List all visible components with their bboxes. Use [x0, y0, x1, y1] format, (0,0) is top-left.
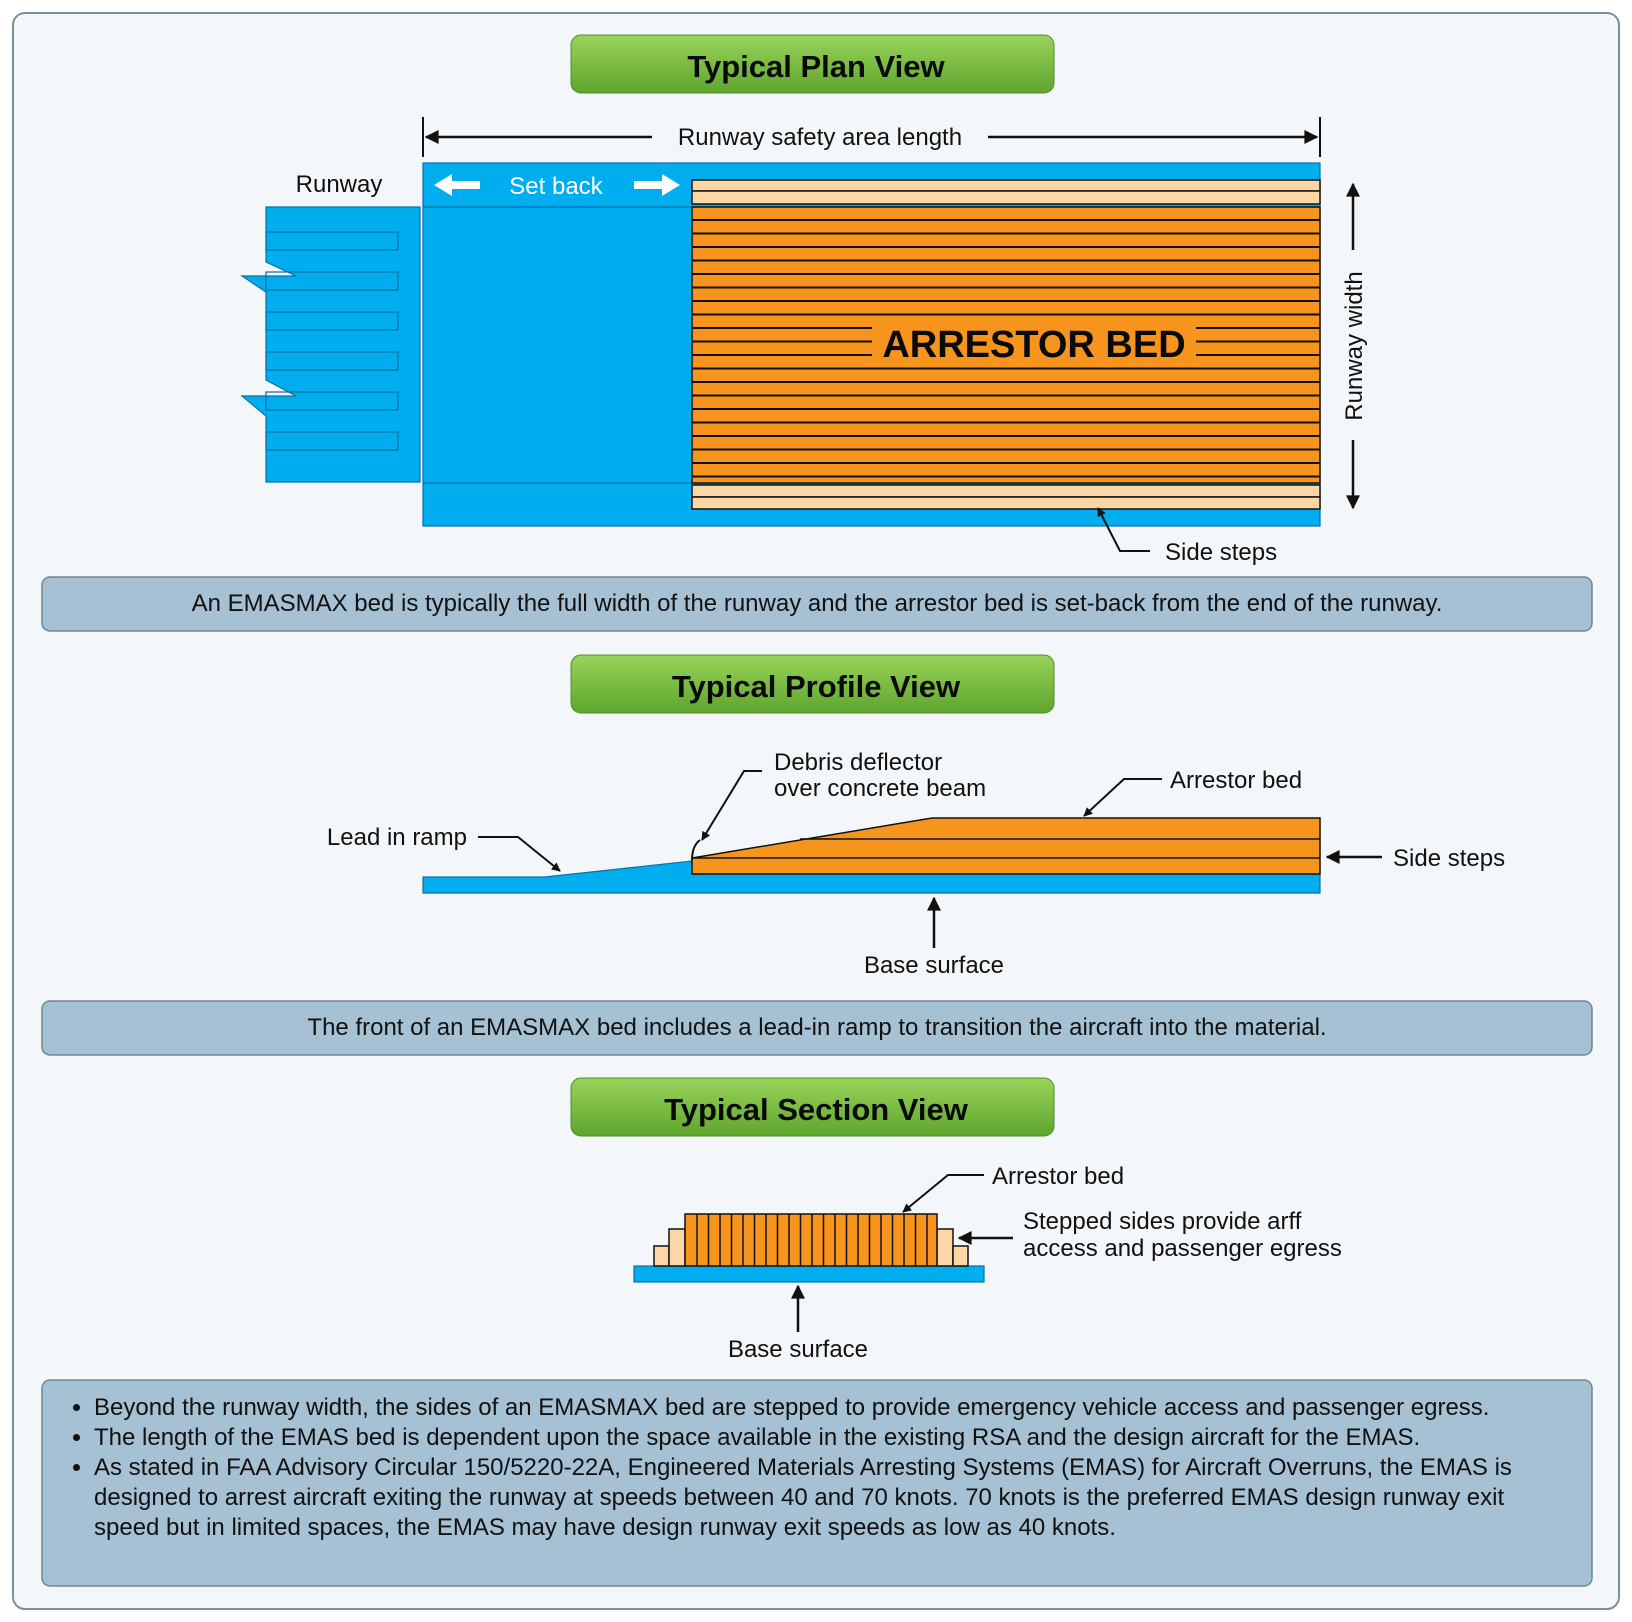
profile-bed-layers — [692, 838, 1320, 859]
plan-caption-box — [41, 576, 1593, 632]
plan-side-steps-label: Side steps — [1165, 539, 1277, 566]
profile-caption: The front of an EMASMAX bed includes a l… — [307, 1014, 1327, 1041]
section-base-surface-label: Base surface — [728, 1336, 868, 1363]
set-back-right-arrow — [634, 174, 680, 196]
profile-caption-box — [41, 1000, 1593, 1056]
runway-label: Runway — [296, 171, 383, 198]
notes-box — [41, 1379, 1593, 1587]
section-title-banner — [570, 1077, 1055, 1137]
debris-label-line1: Debris deflector — [774, 749, 942, 776]
note-item: As stated in FAA Advisory Circular 150/5… — [94, 1453, 1574, 1543]
lead-in-ramp-label: Lead in ramp — [327, 824, 467, 851]
profile-side-steps-label: Side steps — [1393, 845, 1505, 872]
debris-deflector — [691, 839, 701, 861]
section-view: Typical Section View Arrestor bed Steppe… — [41, 1077, 1593, 1587]
section-arrestor-bed-label: Arrestor bed — [992, 1163, 1124, 1190]
arrestor-bed-leader — [1083, 778, 1162, 817]
lead-in-ramp-leader — [478, 836, 561, 872]
section-arrestor-bed — [684, 1213, 938, 1267]
runway-markings — [265, 231, 399, 451]
section-base-surface — [633, 1265, 985, 1283]
set-back-label: Set back — [509, 173, 603, 200]
runway-pavement — [240, 206, 421, 483]
side-steps-leader — [1097, 507, 1150, 552]
stepped-label-line1: Stepped sides provide arff — [1023, 1208, 1302, 1235]
section-title: Typical Section View — [664, 1092, 969, 1127]
profile-arrestor-bed-label: Arrestor bed — [1170, 767, 1302, 794]
plan-title: Typical Plan View — [687, 49, 945, 84]
profile-title-banner — [570, 654, 1055, 714]
profile-base-surface-label: Base surface — [864, 952, 1004, 979]
plan-title-banner — [570, 34, 1055, 94]
notes-list: Beyond the runway width, the sides of an… — [64, 1393, 1574, 1543]
section-arrestor-bed-leader — [902, 1174, 984, 1213]
plan-view: Typical Plan View Runway safety area len… — [41, 34, 1593, 632]
plan-caption: An EMASMAX bed is typically the full wid… — [191, 590, 1443, 617]
profile-view: Typical Profile View Debris deflector ov… — [41, 654, 1593, 1056]
section-bed-cells — [696, 1214, 928, 1266]
debris-label-line2: over concrete beam — [774, 775, 986, 802]
runway-width-label: Runway width — [1341, 271, 1368, 420]
debris-deflector-leader — [701, 770, 762, 841]
profile-arrestor-bed — [691, 817, 1321, 875]
note-item: Beyond the runway width, the sides of an… — [94, 1393, 1574, 1423]
note-item: The length of the EMAS bed is dependent … — [94, 1423, 1574, 1453]
arrestor-bed-label: ARRESTOR BED — [882, 324, 1185, 366]
plan-side-steps — [691, 179, 1321, 510]
profile-title: Typical Profile View — [672, 669, 961, 704]
set-back-left-arrow — [434, 174, 480, 196]
stepped-label-line2: access and passenger egress — [1023, 1235, 1342, 1262]
bed-label-backing — [872, 322, 1196, 366]
rsa-length-label: Runway safety area length — [678, 124, 962, 151]
